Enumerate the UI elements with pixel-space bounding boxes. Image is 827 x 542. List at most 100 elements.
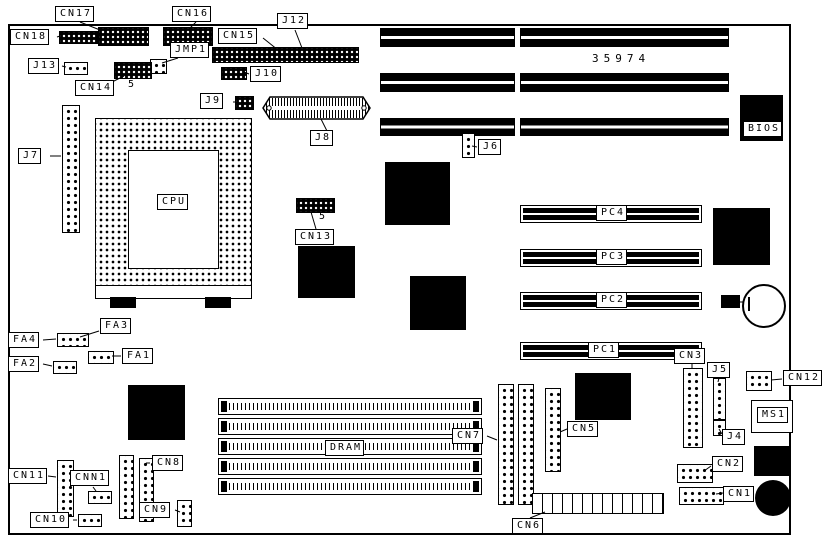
battery [742, 284, 786, 328]
leader-line [294, 29, 303, 49]
cn3-header [683, 368, 703, 448]
leader-line [161, 57, 179, 64]
leader-line [262, 37, 279, 51]
label-cn18: CN18 [10, 29, 50, 45]
cn17-header [98, 27, 149, 46]
label-cn16: CN16 [172, 6, 212, 22]
label-j10: J10 [250, 66, 282, 82]
leader-line [174, 509, 181, 513]
cn7-header-b [518, 384, 534, 505]
ic-chip [385, 162, 450, 225]
label-cn8: CN8 [152, 455, 184, 471]
keyboard-din-connector [755, 480, 791, 516]
leader-line [42, 363, 53, 367]
label-cpu: CPU [157, 194, 189, 210]
label-j9: J9 [200, 93, 224, 109]
simm-slot [218, 478, 482, 495]
leader-line [42, 338, 57, 341]
j8-center-gap [268, 106, 366, 110]
cn11-header [57, 460, 74, 517]
label-dram: DRAM [325, 440, 365, 456]
leader-line [703, 465, 712, 472]
fa2-jumper [53, 361, 77, 374]
expansion-slot [380, 28, 515, 47]
label-cn11: CN11 [8, 468, 48, 484]
label-cn2: CN2 [712, 456, 744, 472]
leader-line [310, 211, 317, 230]
cn18-header [59, 31, 98, 44]
label-cn15: CN15 [218, 28, 258, 44]
leader-line [79, 330, 100, 338]
leader-line [243, 71, 250, 75]
label-cn3: CN3 [674, 348, 706, 364]
cnn1-jumper [88, 491, 112, 504]
simm-slot [218, 458, 482, 475]
leader-line [56, 35, 61, 38]
label-pc2: PC2 [596, 292, 628, 308]
j6-header [462, 133, 475, 158]
label-cn6: CN6 [512, 518, 544, 534]
leader-line [92, 486, 97, 492]
expansion-slot [380, 118, 515, 136]
cn2-header [677, 464, 713, 483]
leader-line [47, 475, 57, 478]
expansion-slot [520, 73, 729, 92]
label-cn5: CN5 [567, 421, 599, 437]
j9-header [235, 96, 254, 110]
cn13-chip [298, 246, 355, 298]
leader-line [61, 65, 67, 68]
label-pc1: PC1 [588, 342, 620, 358]
board-outline [8, 24, 791, 535]
label-cn14-pin5: 5 [128, 79, 135, 90]
expansion-slot [380, 73, 515, 92]
label-cn9: CN9 [139, 502, 171, 518]
leader-line [529, 511, 546, 519]
cn15-j12-header [212, 47, 359, 63]
label-j7: J7 [18, 148, 42, 164]
label-cnn1: CNN1 [70, 470, 110, 486]
ic-chip [128, 385, 185, 440]
j8-connector [262, 96, 371, 120]
keyboard-connector [754, 446, 790, 476]
leader-line [189, 21, 197, 29]
board-number: 35974 [592, 52, 651, 65]
label-cn13-pin5: 5 [319, 211, 326, 222]
label-bios: BIOS [743, 121, 783, 137]
battery-polarity-mark [748, 297, 750, 311]
ic-chip [713, 208, 770, 265]
cn14-header [114, 62, 152, 79]
cpu-socket-tab [110, 297, 136, 308]
j8-screw-hole [361, 105, 367, 111]
simm-slot [218, 418, 482, 435]
label-j5: J5 [707, 362, 731, 378]
label-j8: J8 [310, 130, 334, 146]
label-j6: J6 [478, 139, 502, 155]
battery-holder [721, 295, 740, 308]
expansion-slot [520, 118, 729, 136]
ic-chip [410, 276, 466, 330]
label-fa1: FA1 [122, 348, 154, 364]
cn9-header [177, 500, 192, 527]
label-cn7: CN7 [452, 428, 484, 444]
leader-line [320, 118, 328, 132]
label-cn12: CN12 [783, 370, 823, 386]
cn1-header [679, 487, 724, 505]
label-cn14: CN14 [75, 80, 115, 96]
cn7-header [498, 384, 514, 505]
leader-line [471, 145, 478, 148]
label-fa3: FA3 [100, 318, 132, 334]
fa1-jumper [88, 351, 114, 364]
label-fa4: FA4 [8, 332, 40, 348]
leader-line [718, 428, 723, 435]
expansion-slot [520, 28, 729, 47]
cn5-header [545, 388, 561, 472]
leader-line [486, 435, 498, 441]
label-cn10: CN10 [30, 512, 70, 528]
label-cn1: CN1 [723, 486, 755, 502]
simm-slot [218, 398, 482, 415]
label-j13: J13 [28, 58, 60, 74]
cpu-socket-base [95, 285, 252, 299]
leader-line [770, 378, 783, 381]
